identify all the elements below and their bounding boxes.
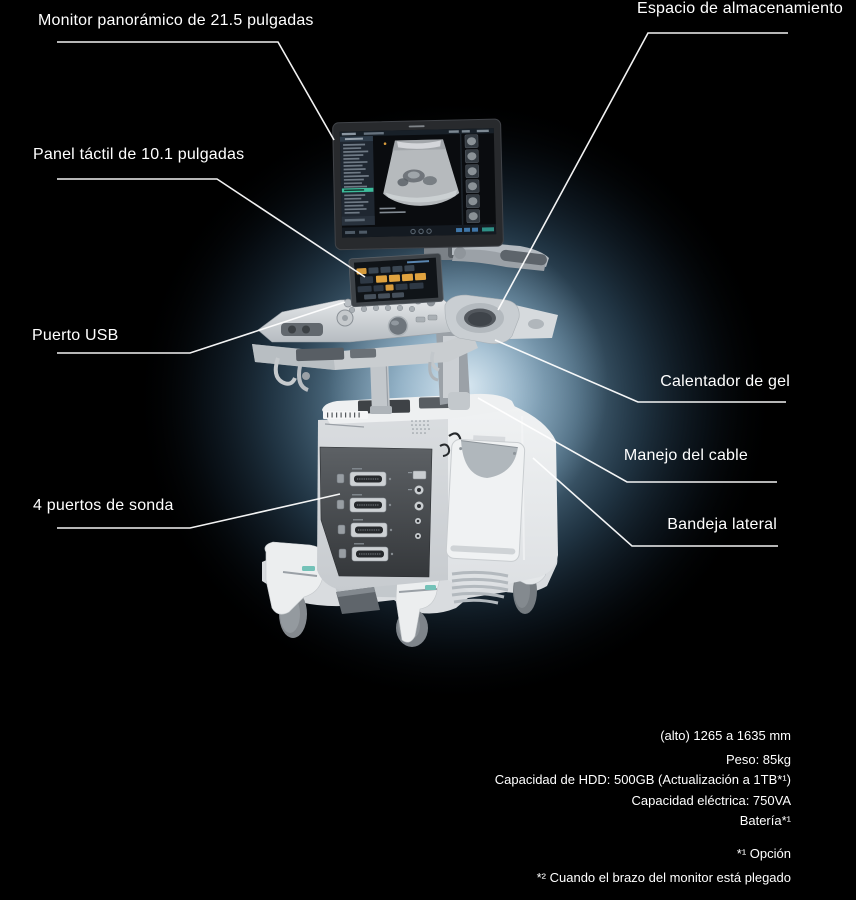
probe-port <box>337 519 393 538</box>
callout-usb-label: Puerto USB <box>32 327 119 344</box>
probe-port <box>338 543 394 562</box>
spec-hdd: Capacidad de HDD: 500GB (Actualización a… <box>494 772 791 787</box>
vent-dots <box>411 420 430 434</box>
touch-panel <box>348 253 444 308</box>
callout-gel-label: Calentador de gel <box>660 373 790 390</box>
trackball <box>387 315 409 337</box>
spec-weight: Peso: 85kg <box>725 751 791 767</box>
specs-block: (alto) 1265 a 1635 mm Peso: 85kg Capacid… <box>495 726 791 890</box>
ultrasound-image <box>379 139 460 214</box>
callout-monitor-line <box>57 41 335 141</box>
handle-grip <box>500 249 547 266</box>
spec-footnote-1: *¹ Opción <box>736 845 791 861</box>
caster-wheel-left <box>264 541 327 638</box>
brand-logo <box>408 125 425 128</box>
callout-storage-line <box>497 32 788 311</box>
callout-tray-label: Bandeja lateral <box>667 516 777 533</box>
gel-warmer <box>444 294 558 344</box>
callout-monitor-label: Monitor panorámico de 21.5 pulgadas <box>38 12 314 29</box>
spec-footnote-2: *² Cuando el brazo del monitor está pleg… <box>536 869 791 885</box>
spec-power: Capacidad eléctrica: 750VA <box>631 792 791 808</box>
callout-usb-line <box>57 301 346 354</box>
callout-tray-line <box>532 457 778 547</box>
side-tray <box>445 435 526 562</box>
probe-port <box>336 494 392 513</box>
spec-height: (alto) 1265 a 1635 mm <box>660 728 791 743</box>
control-panel <box>252 294 478 392</box>
monitor <box>332 118 504 251</box>
screen-sidebar <box>339 135 375 226</box>
cable-hooks <box>273 351 440 392</box>
callout-probes-line <box>57 493 341 529</box>
io-ports-column <box>408 470 427 539</box>
callout-touch-line <box>57 178 366 278</box>
callout-gel-line <box>494 339 786 403</box>
spec-footnotes: *¹ Opción *² Cuando el brazo del monitor… <box>495 842 791 890</box>
cart-body <box>317 393 558 605</box>
spec-battery: Batería*¹ <box>739 813 791 828</box>
callout-probes-label: 4 puertos de sonda <box>33 497 174 514</box>
probe-ports <box>336 468 394 562</box>
probe-port <box>336 468 392 487</box>
callout-storage-label: Espacio de almacenamiento <box>636 0 843 17</box>
screen-toolbar <box>341 224 497 238</box>
callout-touch-label: Panel táctil de 10.1 pulgadas <box>33 146 245 163</box>
callout-cable-label: Manejo del cable <box>623 447 748 464</box>
callout-cable-line <box>477 397 777 483</box>
vent-ribs <box>451 570 509 605</box>
thumbnail-column <box>459 133 481 225</box>
